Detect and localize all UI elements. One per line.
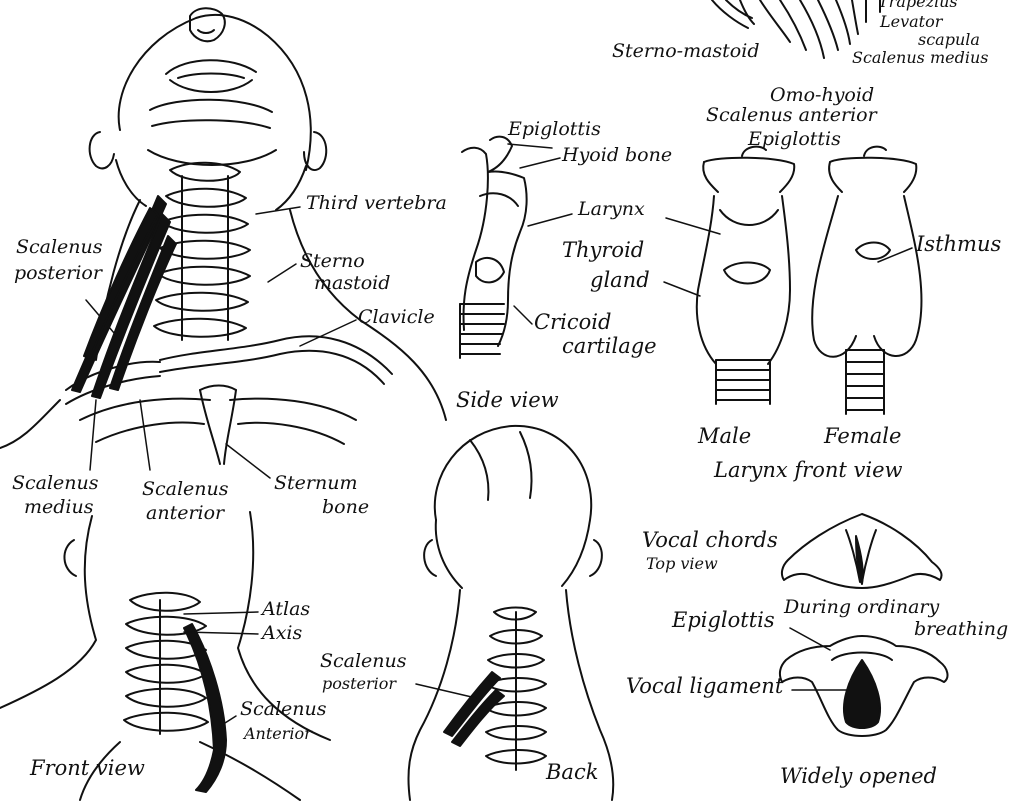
during-ordinary-label: During ordinary	[784, 598, 939, 617]
scapula-label: scapula	[918, 32, 980, 48]
third-vertebra-label: Third vertebra	[306, 194, 447, 213]
scalenus-posterior-label-1: Scalenus	[16, 238, 103, 257]
back-label: Back	[546, 762, 598, 783]
scalenus-posterior-label-2: posterior	[14, 264, 102, 283]
vocal-chords-label: Vocal chords	[642, 530, 778, 551]
widely-opened-label: Widely opened	[780, 766, 937, 787]
epiglottis-side-label: Epiglottis	[508, 120, 601, 139]
front-view-label: Front view	[30, 758, 145, 779]
trapezius-label: Trapezius	[878, 0, 958, 10]
levator-label: Levator	[880, 14, 942, 30]
larynx-male-front	[697, 147, 794, 404]
scalenus-medius-label-1: Scalenus	[12, 474, 99, 493]
mastoid-label: mastoid	[314, 274, 390, 293]
larynx-front-view-label: Larynx front view	[714, 460, 903, 481]
sterno-label: Sterno	[300, 252, 365, 271]
top-view-label: Top view	[646, 556, 718, 572]
cartilage-label: cartilage	[562, 336, 657, 357]
side-view-label: Side view	[456, 390, 559, 411]
larynx-side-label: Larynx	[578, 200, 645, 219]
scalenus-anterior-low-label-1: Scalenus	[240, 700, 327, 719]
scalenus-medius-label-2: medius	[24, 498, 94, 517]
head-upturned	[90, 8, 327, 210]
breathing-label: breathing	[914, 620, 1008, 639]
scalenus-anterior-low-label-2: Anterior	[244, 726, 312, 742]
bone-label: bone	[322, 498, 369, 517]
head-back-view	[408, 426, 613, 800]
vocal-chords-glottis-closed	[856, 536, 863, 584]
scalenus-anterior-label-1: Scalenus	[142, 480, 229, 499]
epiglottis-front-label: Epiglottis	[748, 130, 841, 149]
omo-hyoid-label: Omo-hyoid	[770, 86, 874, 105]
scalenus-posterior-back-label-1: Scalenus	[320, 652, 407, 671]
sternomastoid-top-label: Sterno-mastoid	[612, 42, 759, 61]
epiglottis-vocal-label: Epiglottis	[672, 610, 775, 631]
atlas-label: Atlas	[262, 600, 310, 619]
larynx-female-front	[812, 147, 921, 414]
axis-label: Axis	[262, 624, 302, 643]
scalenus-medius-top-label: Scalenus medius	[852, 50, 988, 66]
scalenus-anterior-top-label: Scalenus anterior	[706, 106, 877, 125]
male-label: Male	[698, 426, 751, 447]
larynx-side-view	[460, 137, 527, 358]
thyroid-label: Thyroid	[562, 240, 644, 261]
gland-label: gland	[590, 270, 650, 291]
scalenus-anterior-label-2: anterior	[146, 504, 224, 523]
cricoid-label: Cricoid	[534, 312, 611, 333]
hyoid-bone-label: Hyoid bone	[562, 146, 672, 165]
clavicle-label: Clavicle	[358, 308, 435, 327]
scalenus-posterior-back-label-2: posterior	[322, 676, 396, 692]
vocal-ligament-label: Vocal ligament	[626, 676, 783, 697]
scalenus-posterior-back	[444, 672, 504, 746]
scalenus-muscles-front	[72, 196, 176, 398]
scalenus-anterior-lower	[184, 624, 226, 792]
female-label: Female	[824, 426, 901, 447]
sternum-label: Sternum	[274, 474, 357, 493]
isthmus-label: Isthmus	[916, 234, 1001, 255]
glottis-opened	[844, 660, 880, 728]
